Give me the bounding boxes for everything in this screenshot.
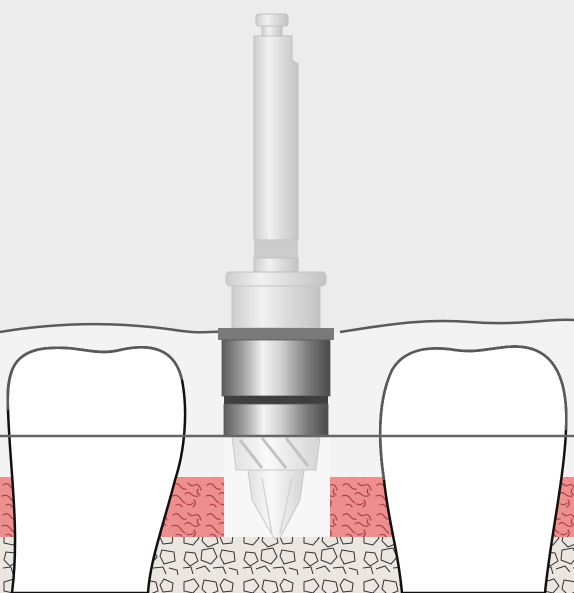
drill-stop-ring	[218, 328, 334, 340]
drill-band	[224, 396, 328, 404]
drill-body-upper	[222, 340, 330, 396]
right-adjacent-tooth	[380, 346, 566, 593]
drill-collar	[226, 272, 326, 328]
drill-body-lower	[224, 404, 328, 436]
drill-shank	[254, 14, 298, 272]
